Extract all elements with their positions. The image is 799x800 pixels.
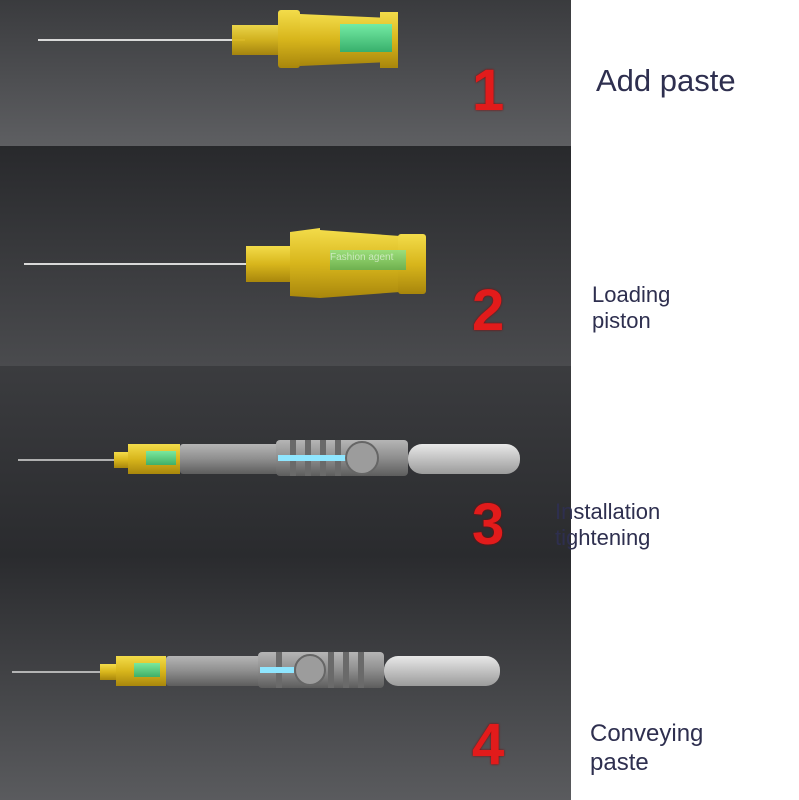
needle-hub <box>232 10 398 68</box>
step-2-caption-line1: Loading <box>592 282 671 307</box>
needle-hub <box>246 228 426 298</box>
step-2-number: 2 <box>472 278 505 343</box>
step-3-caption-line1: Installation <box>555 499 661 524</box>
step-4-caption: Conveying paste <box>590 720 703 778</box>
step-1-panel: 1 <box>0 0 571 146</box>
step-4-number: 4 <box>472 712 505 777</box>
step-3-caption: Installation tightening <box>555 499 660 552</box>
applicator-device <box>100 652 500 688</box>
step-2-caption: Loading piston <box>592 282 670 335</box>
step-2-caption-line2: piston <box>592 308 651 334</box>
step-2-panel: Fashion agent 2 <box>0 146 571 366</box>
step-3-illustration <box>0 366 571 556</box>
step-4-illustration <box>0 556 571 800</box>
step-4-panel: 4 <box>0 556 571 800</box>
step-1-number: 1 <box>472 58 505 123</box>
applicator-device <box>114 440 520 476</box>
step-3-number: 3 <box>472 492 505 556</box>
step-2-illustration <box>0 146 571 366</box>
step-1-illustration <box>0 0 571 146</box>
step-1-caption: Add paste <box>596 63 736 98</box>
step-4-caption-line2: paste <box>590 748 649 776</box>
step-3-panel: 3 <box>0 366 571 556</box>
watermark-text: Fashion agent <box>330 252 394 263</box>
step-4-caption-line1: Conveying <box>590 720 704 747</box>
step-3-caption-line2: tightening <box>555 525 651 551</box>
